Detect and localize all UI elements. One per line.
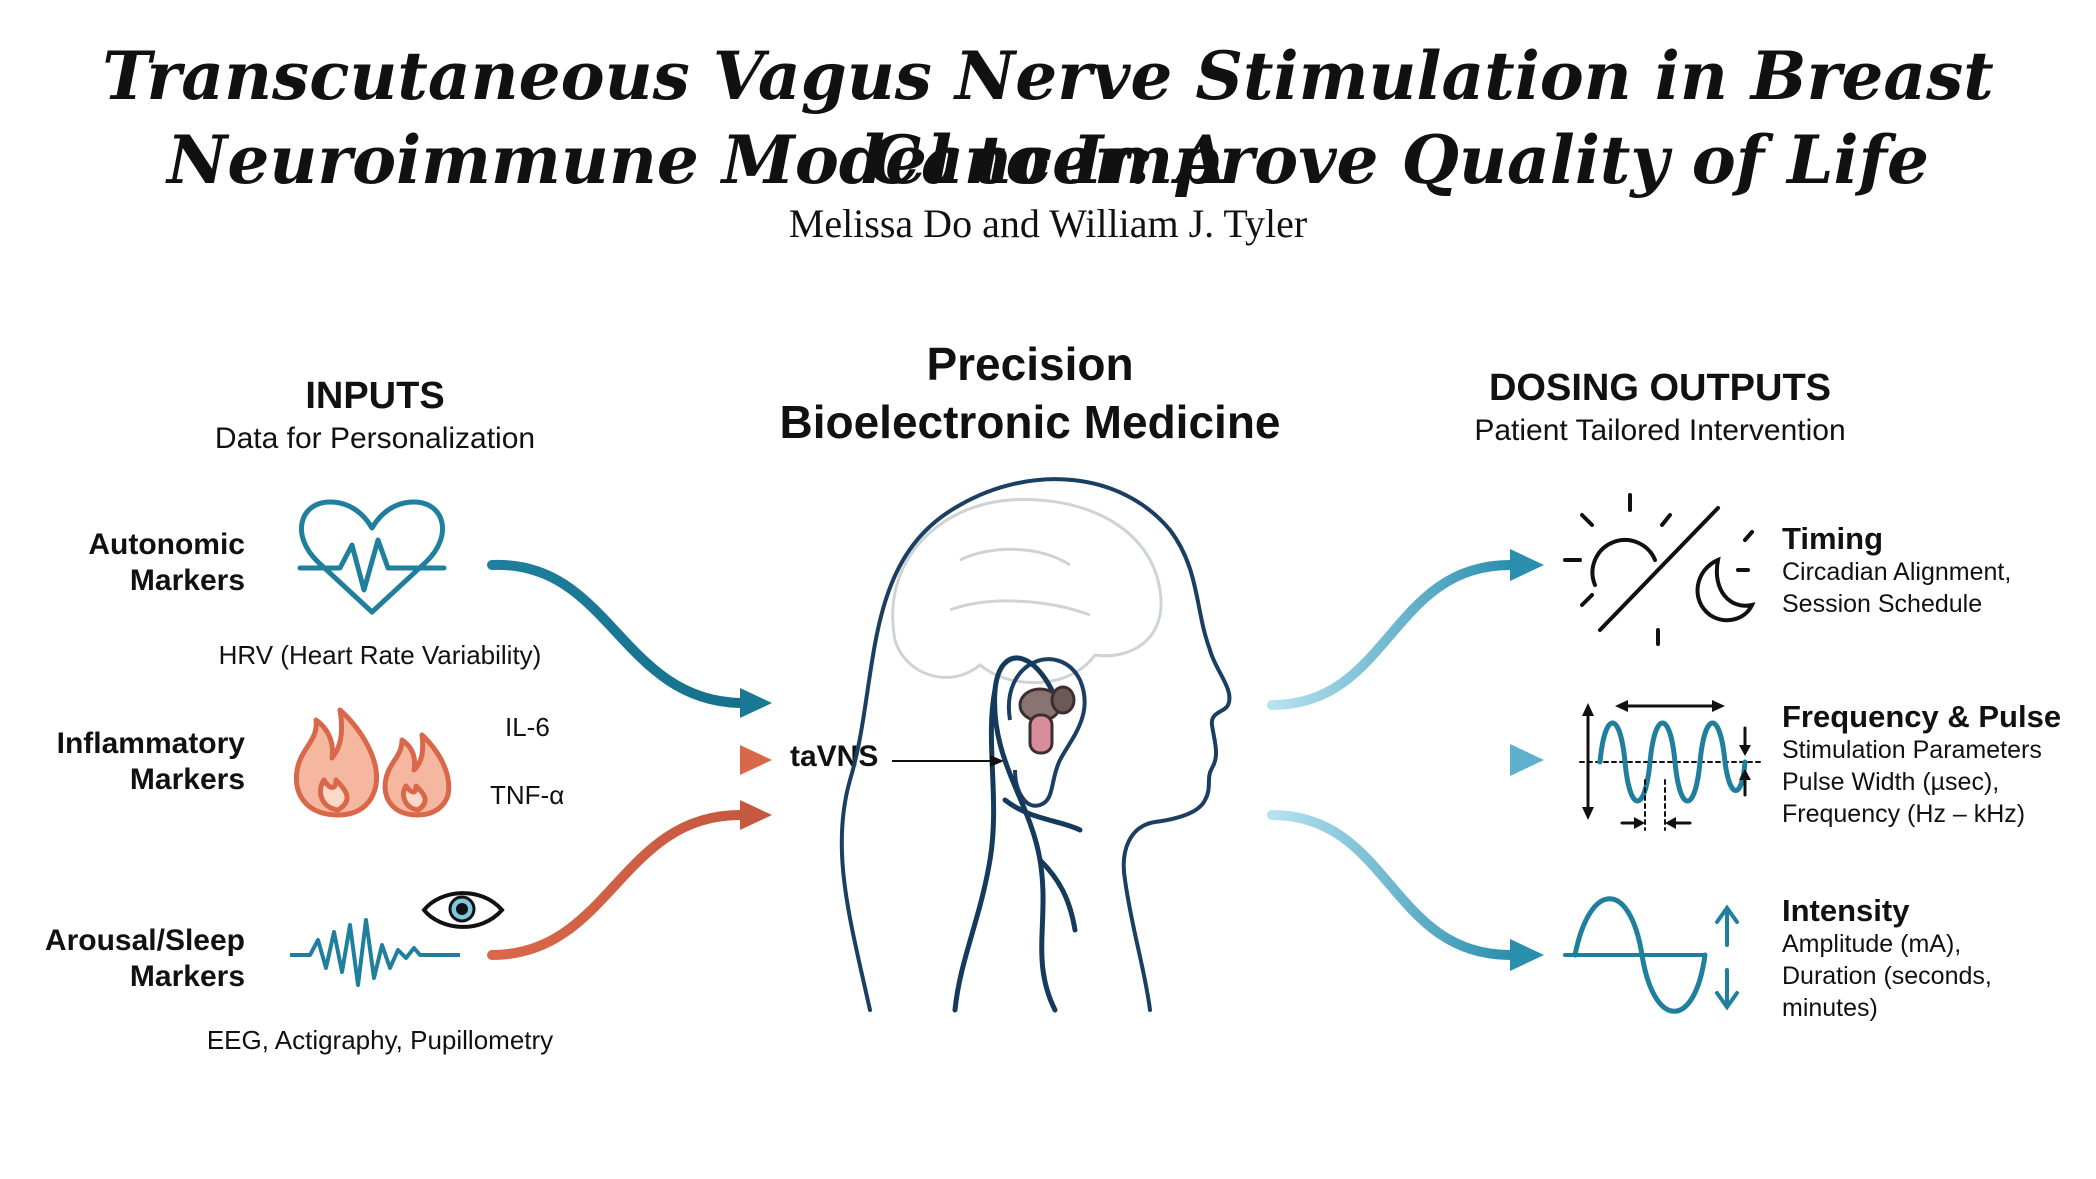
center-heading-line-2: Bioelectronic Medicine bbox=[779, 396, 1281, 448]
autonomic-markers-label: Autonomic Markers bbox=[20, 527, 245, 599]
head-silhouette bbox=[839, 477, 1232, 1012]
timing-block: Timing Circadian Alignment, Session Sche… bbox=[1782, 522, 2011, 620]
timing-desc-1: Circadian Alignment, bbox=[1782, 558, 2012, 586]
autonomic-arrow bbox=[487, 559, 772, 718]
sine-wave-icon bbox=[1563, 896, 1739, 1014]
authors: Melissa Do and William J. Tyler bbox=[788, 201, 1308, 246]
vagus-nerve-icon bbox=[952, 655, 1083, 1013]
timing-desc-2: Session Schedule bbox=[1782, 590, 1983, 618]
intensity-desc-1: Amplitude (mA), bbox=[1782, 930, 1962, 958]
il6-label: IL-6 bbox=[505, 712, 550, 742]
intensity-block: Intensity Amplitude (mA), Duration (seco… bbox=[1782, 894, 1992, 1024]
flame-icon bbox=[293, 707, 452, 818]
inputs-heading: INPUTS bbox=[305, 375, 445, 417]
inflammatory-line-2: Markers bbox=[129, 763, 245, 796]
heart-pulse-icon bbox=[297, 499, 447, 615]
ear-icon bbox=[1006, 657, 1087, 808]
inflammatory-line-1: Inflammatory bbox=[56, 727, 245, 760]
frequency-desc-3: Frequency (Hz – kHz) bbox=[1782, 800, 2026, 828]
outputs-heading: DOSING OUTPUTS bbox=[1488, 367, 1832, 409]
arousal-line-1: Arousal/Sleep bbox=[44, 924, 245, 957]
pulse-wave-icon bbox=[1579, 700, 1761, 831]
timing-arrow bbox=[1267, 549, 1544, 710]
timing-label: Timing bbox=[1782, 521, 1884, 556]
arousal-markers-label: Arousal/Sleep Markers bbox=[20, 923, 245, 995]
sun-moon-icon bbox=[1563, 493, 1756, 646]
title-line-2: Neuroimmune Model to Improve Quality of … bbox=[167, 121, 1929, 199]
frequency-arrow bbox=[1267, 744, 1544, 776]
outputs-subheading: Patient Tailored Intervention bbox=[1474, 414, 1846, 447]
intensity-desc-3: minutes) bbox=[1782, 994, 1878, 1022]
arousal-arrow bbox=[487, 800, 772, 960]
intensity-label: Intensity bbox=[1782, 893, 1910, 928]
frequency-label: Frequency & Pulse bbox=[1782, 699, 2062, 734]
arousal-line-2: Markers bbox=[129, 960, 245, 993]
arousal-caption: EEG, Actigraphy, Pupillometry bbox=[206, 1025, 554, 1055]
frequency-desc-1: Stimulation Parameters bbox=[1782, 736, 2042, 764]
intensity-arrow bbox=[1267, 810, 1544, 971]
tnf-alpha-label: TNF-α bbox=[490, 780, 565, 810]
inflammatory-arrow bbox=[487, 745, 772, 775]
frequency-desc-2: Pulse Width (µsec), bbox=[1782, 768, 2000, 796]
earbud-device-icon bbox=[1018, 685, 1076, 755]
tavns-pointer-arrow bbox=[892, 755, 1004, 767]
autonomic-caption: HRV (Heart Rate Variability) bbox=[218, 640, 542, 670]
frequency-block: Frequency & Pulse Stimulation Parameters… bbox=[1782, 700, 2061, 830]
inflammatory-markers-label: Inflammatory Markers bbox=[20, 726, 245, 798]
center-heading: Precision Bioelectronic Medicine bbox=[730, 335, 1330, 451]
center-heading-line-1: Precision bbox=[926, 338, 1134, 390]
brain-outline bbox=[891, 497, 1163, 685]
title-line-1: Transcutaneous Vagus Nerve Stimulation i… bbox=[102, 37, 1994, 199]
intensity-desc-2: Duration (seconds, bbox=[1782, 962, 1992, 990]
tavns-label: taVNS bbox=[790, 740, 879, 773]
autonomic-line-2: Markers bbox=[129, 564, 245, 597]
inputs-subheading: Data for Personalization bbox=[214, 422, 536, 455]
autonomic-line-1: Autonomic bbox=[88, 528, 245, 561]
eeg-wave-eye-icon bbox=[290, 891, 505, 987]
